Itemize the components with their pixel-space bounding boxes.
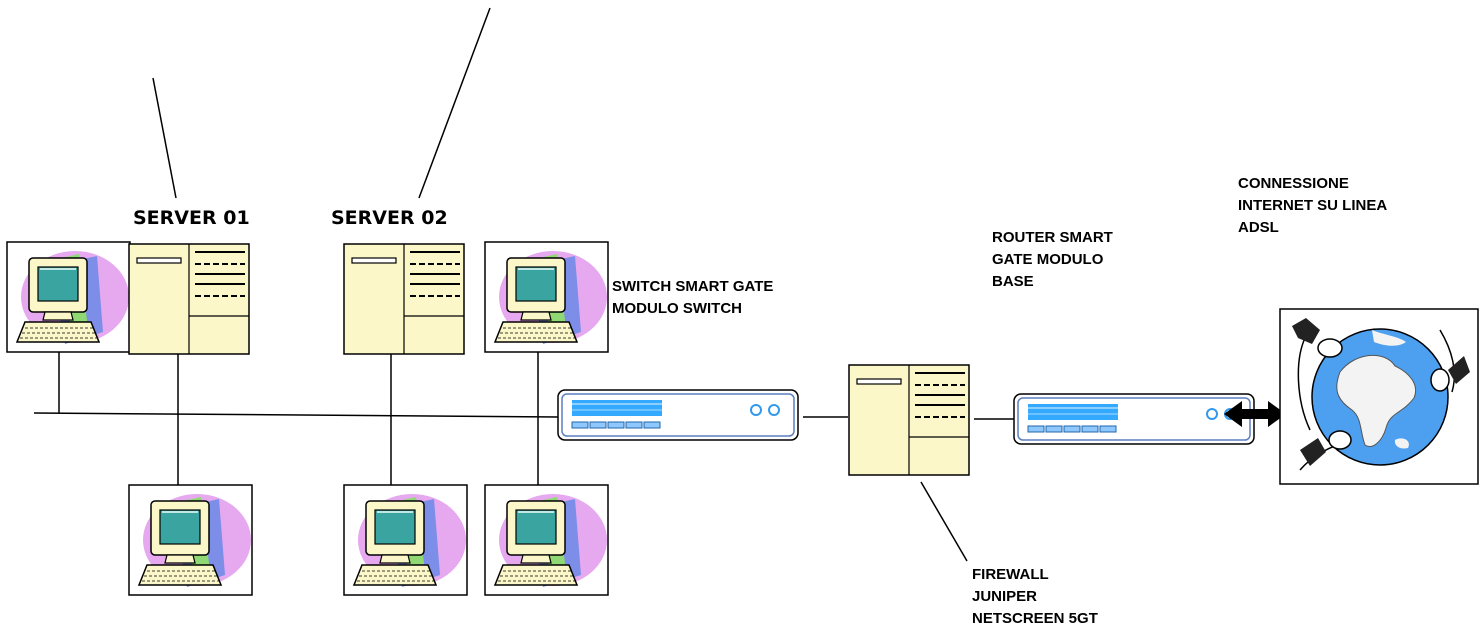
internet-connection-label: CONNESSIONE INTERNET SU LINEA ADSL (1238, 175, 1388, 236)
firewall-label: FIREWALL JUNIPER NETSCREEN 5GT (972, 566, 1098, 627)
server-01-icon (128, 243, 250, 355)
workstation-icon (6, 241, 131, 353)
workstation-icon (343, 484, 468, 596)
workstation-icon (484, 484, 609, 596)
router-icon (1013, 393, 1255, 445)
server-01-label: SERVER 01 (133, 207, 250, 229)
workstation-icon (128, 484, 253, 596)
connection-lines (33, 7, 1014, 562)
globe-icon (1279, 308, 1479, 485)
workstation-icon (484, 241, 609, 353)
switch-label: SWITCH SMART GATE MODULO SWITCH (612, 278, 774, 317)
router-label: ROUTER SMART GATE MODULO BASE (992, 229, 1113, 290)
switch-icon (557, 389, 799, 441)
firewall-icon (848, 364, 970, 476)
bidirectional-arrow-icon (1224, 401, 1286, 427)
server-02-icon (343, 243, 465, 355)
server-02-label: SERVER 02 (331, 207, 448, 229)
